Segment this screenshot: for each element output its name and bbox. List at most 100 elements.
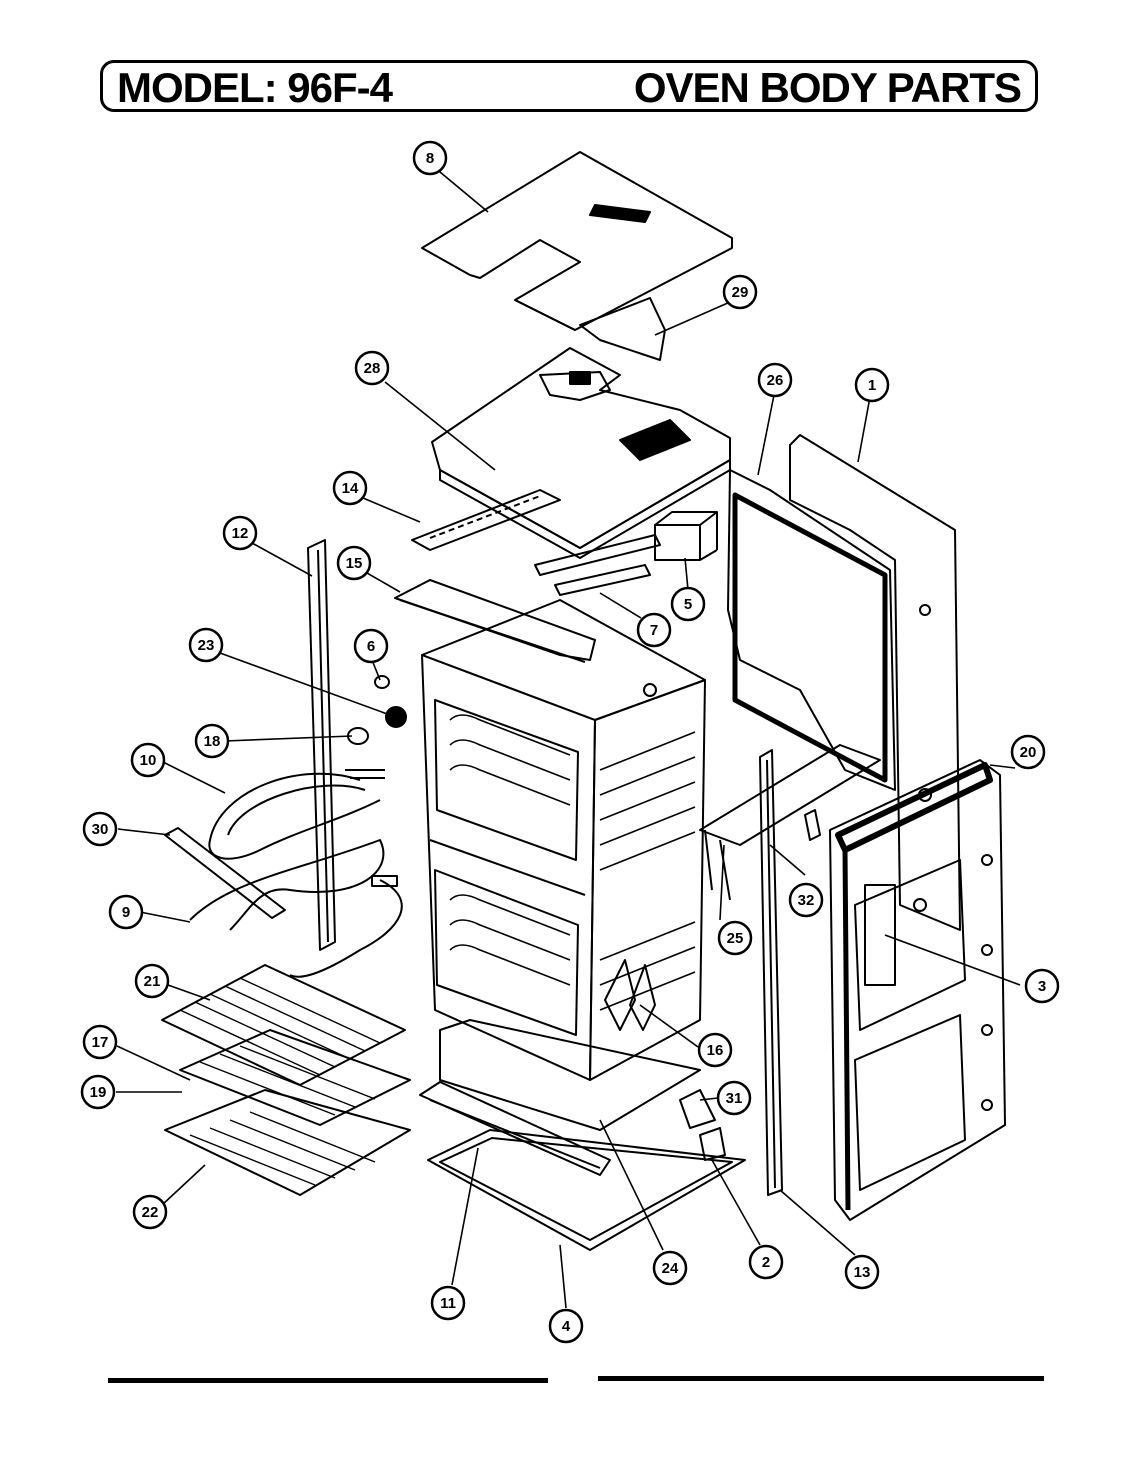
- callout-6: 6: [353, 628, 389, 664]
- callout-26: 26: [757, 362, 793, 398]
- callout-circle: [108, 894, 144, 930]
- model-label: MODEL: 96F-4: [117, 64, 393, 111]
- callout-11: 11: [430, 1285, 466, 1321]
- part-clip-2: [699, 1127, 726, 1161]
- part-bottom-tray: [427, 1129, 746, 1251]
- callout-label: 6: [367, 638, 375, 655]
- callout-circle: [188, 627, 224, 663]
- part-top-cover: [421, 151, 733, 331]
- part-bottom-panel: [439, 1019, 701, 1131]
- part-rack-supports: [604, 959, 656, 1031]
- callout-12: 12: [222, 515, 258, 551]
- callout-circle: [134, 963, 170, 999]
- callout-9: 9: [108, 894, 144, 930]
- callout-label: 4: [562, 1318, 571, 1335]
- callout-label: 16: [707, 1042, 724, 1059]
- callout-label: 13: [854, 1264, 871, 1281]
- callout-circle: [788, 882, 824, 918]
- callout-label: 8: [426, 150, 434, 167]
- part-knob-6: [374, 675, 390, 689]
- callout-19: 19: [80, 1074, 116, 1110]
- callout-label: 24: [662, 1260, 679, 1277]
- callout-label: 28: [364, 360, 381, 377]
- part-upper-chassis: [431, 347, 731, 559]
- callout-label: 20: [1020, 744, 1037, 761]
- part-front-frame: [829, 759, 1006, 1221]
- callout-circle: [722, 274, 758, 310]
- callout-label: 12: [232, 525, 249, 542]
- callout-29: 29: [722, 274, 758, 310]
- section-label: OVEN BODY PARTS: [633, 64, 1022, 111]
- callout-17: 17: [82, 1024, 118, 1060]
- callout-circle: [412, 140, 448, 176]
- callout-circle: [1010, 734, 1046, 770]
- callout-24: 24: [652, 1250, 688, 1286]
- callout-label: 11: [440, 1295, 456, 1312]
- callout-5: 5: [670, 586, 706, 622]
- callout-label: 10: [140, 752, 157, 769]
- part-bake-element: [189, 839, 403, 978]
- callout-label: 32: [798, 892, 815, 909]
- part-broil-element: [208, 769, 385, 860]
- title-banner: MODEL: 96F-4 OVEN BODY PARTS: [100, 60, 1038, 112]
- callout-31: 31: [716, 1080, 752, 1116]
- callout-label: 14: [342, 480, 359, 497]
- callout-label: 17: [92, 1034, 109, 1051]
- callout-18: 18: [194, 723, 230, 759]
- callout-label: 18: [204, 733, 221, 750]
- callout-circle: [82, 811, 118, 847]
- callout-circle: [82, 1024, 118, 1060]
- part-bracket-7: [534, 534, 661, 596]
- part-fastener-32: [804, 809, 821, 841]
- callout-circle: [332, 470, 368, 506]
- callout-label: 29: [732, 284, 749, 301]
- part-rack-21: [161, 964, 406, 1086]
- callout-circle: [670, 586, 706, 622]
- callout-label: 15: [346, 555, 363, 572]
- callout-8: 8: [412, 140, 448, 176]
- part-bracket-5: [654, 511, 718, 561]
- callout-28: 28: [354, 350, 390, 386]
- callout-4: 4: [548, 1308, 584, 1344]
- callout-label: 30: [92, 821, 109, 838]
- callout-13: 13: [844, 1254, 880, 1290]
- callout-circle: [130, 742, 166, 778]
- callout-15: 15: [336, 545, 372, 581]
- callout-label: 1: [868, 377, 876, 394]
- callout-circle: [132, 1194, 168, 1230]
- callout-label: 23: [198, 637, 215, 654]
- part-socket-23: [385, 706, 407, 728]
- callout-circle: [194, 723, 230, 759]
- callout-30: 30: [82, 811, 118, 847]
- callout-label: 19: [90, 1084, 107, 1101]
- callout-label: 9: [122, 904, 130, 921]
- callout-1: 1: [854, 367, 890, 403]
- callout-circle: [854, 367, 890, 403]
- part-left-rail: [307, 539, 336, 951]
- callout-3: 3: [1024, 968, 1060, 1004]
- part-right-rail: [759, 749, 783, 1196]
- callout-label: 31: [726, 1090, 743, 1107]
- callout-circle: [336, 545, 372, 581]
- part-side-panel: [789, 434, 961, 931]
- part-clip-31: [679, 1089, 716, 1129]
- part-oven-body: [421, 599, 706, 1081]
- callout-circle: [354, 350, 390, 386]
- callout-label: 25: [727, 930, 744, 947]
- callout-circle: [430, 1285, 466, 1321]
- callout-20: 20: [1010, 734, 1046, 770]
- callout-label: 22: [142, 1204, 159, 1221]
- footer-rule-left: [108, 1378, 548, 1383]
- callout-circle: [748, 1244, 784, 1280]
- callout-circle: [716, 1080, 752, 1116]
- callout-21: 21: [134, 963, 170, 999]
- callout-label: 3: [1038, 978, 1046, 995]
- callout-label: 21: [144, 973, 161, 990]
- part-strip-29: [579, 297, 666, 361]
- callout-circle: [353, 628, 389, 664]
- part-floor-frame: [699, 744, 881, 901]
- part-bracket-30: [164, 827, 286, 919]
- callout-7: 7: [636, 612, 672, 648]
